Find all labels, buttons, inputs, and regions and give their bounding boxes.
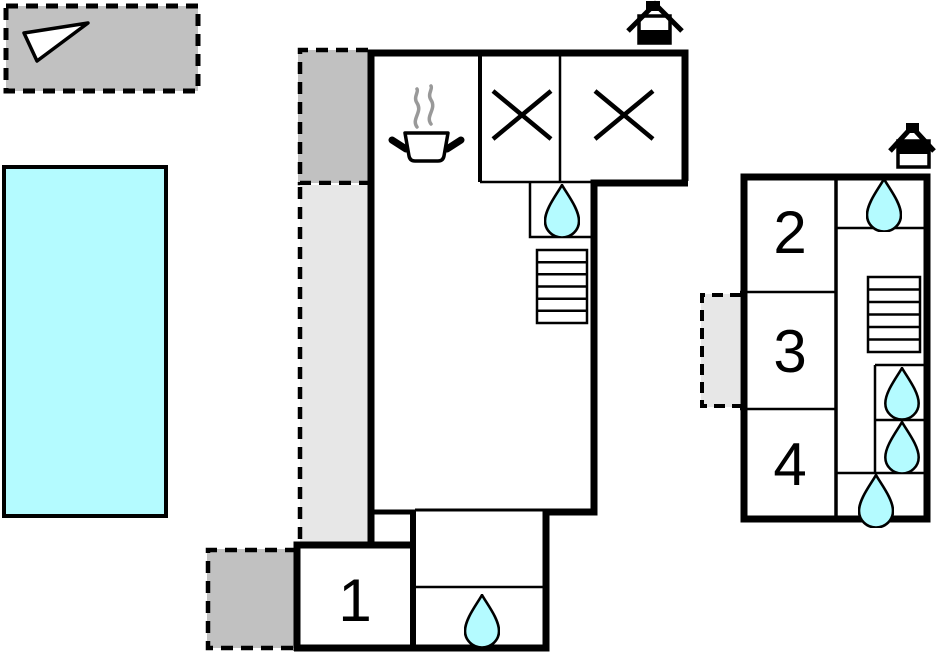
terrace-open-annex-border [700,293,741,408]
steam-icon [427,84,435,126]
wall-shower-room [528,182,594,239]
terrace-covered-bottom-fill [207,549,295,648]
room-label-1: 1 [338,567,371,634]
crossed-room-x-icon [491,89,553,141]
terrace-covered-bottom [205,547,297,651]
terrace-open-strip-fill [300,185,368,545]
wall-outer-left-top-right [367,49,689,548]
main-outer-walls [293,49,689,652]
room-label-3: 3 [773,318,806,385]
room-label-2: 2 [773,199,806,266]
terrace-open-annex-fill [701,294,740,407]
compass-box [3,3,201,94]
terrace-covered-bottom-border [205,547,297,651]
terrace-covered-top-fill [298,50,368,183]
wall-room1-left-top [293,541,415,651]
stairs-icon [535,248,589,325]
pot-body [403,131,450,163]
crossed-room-x-icon [593,89,655,141]
pot-handle-left [388,136,410,153]
terrace-open-annex [700,293,741,408]
main-interior-walls [413,53,594,589]
swimming-pool [2,165,168,518]
annex-outer-walls [740,173,931,523]
stairs-icon [866,275,922,354]
house-ground-floor-icon [626,0,684,45]
terrace-covered-top [297,47,368,186]
north-arrow-icon [22,21,90,63]
stove-pot-icon [388,84,465,163]
wall-outer-right-bottom [294,179,688,652]
house-upper-floor-icon [888,123,936,169]
main-building-floor [294,50,688,651]
wall-annex-bath-rooms [836,363,927,475]
steam-icon [413,87,421,129]
room-label-4: 4 [773,431,806,498]
terrace-open-strip [297,185,368,545]
pot-handle-right [443,136,465,153]
